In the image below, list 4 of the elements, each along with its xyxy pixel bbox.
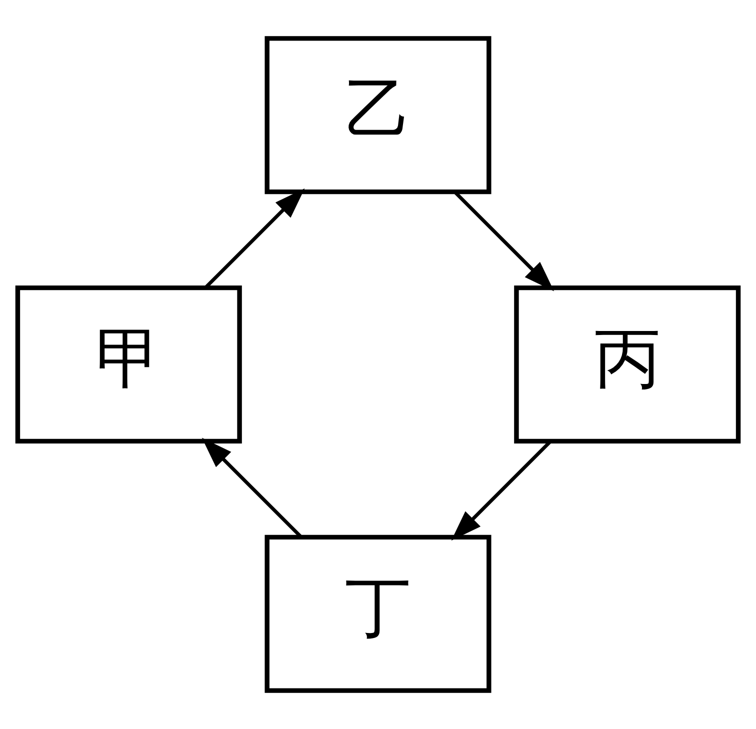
node-box: 乙 [264, 36, 492, 194]
node-box: 甲 [15, 285, 242, 444]
node-box: 丁 [264, 534, 492, 693]
node-box: 丙 [514, 285, 741, 444]
